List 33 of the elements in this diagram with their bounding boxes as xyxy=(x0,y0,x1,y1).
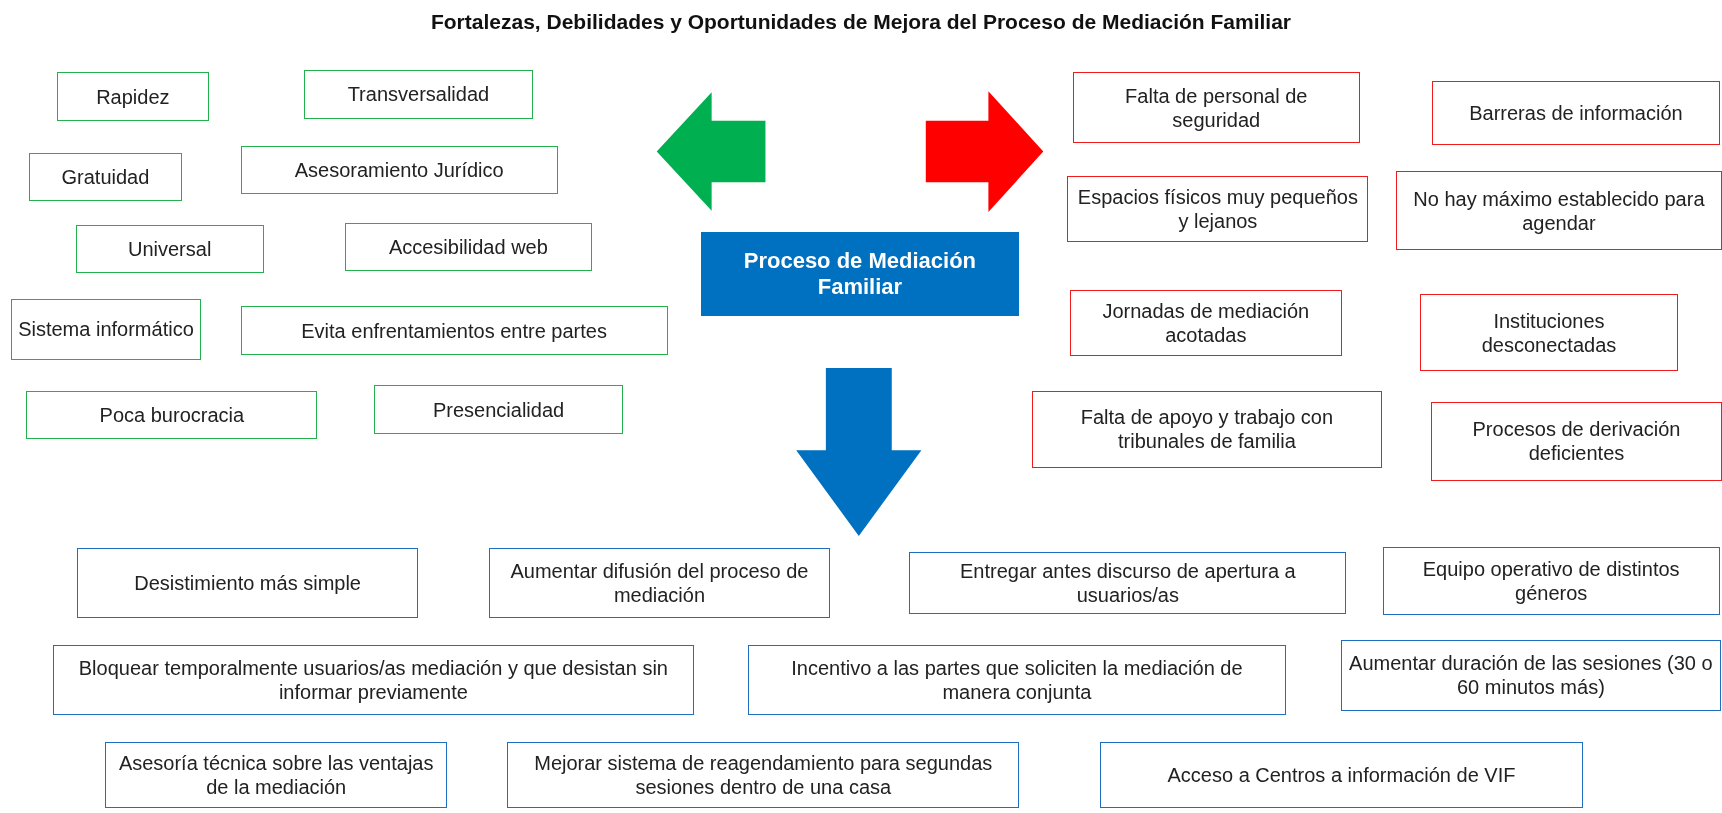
text-box: Asesoría técnica sobre las ventajas de la mediación xyxy=(105,742,447,809)
text-box: Falta de apoyo y trabajo con tribunales de familia xyxy=(1032,390,1382,468)
text-box: Rapidez xyxy=(57,72,209,121)
text-box: No hay máximo establecido para agendar xyxy=(1395,171,1722,251)
diagram-title: Fortalezas, Debilidades y Oportunidades de Mejora del Proceso de Mediación Familiar xyxy=(430,10,1292,33)
text-box: Gratuidad xyxy=(28,152,183,201)
text-box: Equipo operativo de distintos géneros xyxy=(1382,546,1720,615)
text-box: Desistimiento más simple xyxy=(76,548,419,619)
text-box: Aumentar difusión del proceso de mediación xyxy=(488,548,831,619)
text-box: Sistema informático xyxy=(10,298,201,361)
text-box: Acceso a Centros a información de VIF xyxy=(1100,742,1583,809)
text-box: Transversalidad xyxy=(304,70,533,119)
text-box: Universal xyxy=(75,225,264,274)
process-box: Proceso de Mediación Familiar xyxy=(700,231,1020,317)
text-box: Evita enfrentamientos entre partes xyxy=(240,306,668,355)
block-arrow xyxy=(925,91,1044,212)
text-box: Procesos de derivación deficientes xyxy=(1430,401,1722,481)
text-box: Bloquear temporalmente usuarios/as mediación y que desistan sin informar previamente xyxy=(52,644,695,715)
block-arrow xyxy=(656,92,766,211)
text-box: Poca burocracia xyxy=(26,390,318,440)
text-box: Falta de personal de seguridad xyxy=(1072,72,1360,143)
text-box: Accesibilidad web xyxy=(344,222,592,272)
text-box: Aumentar duración de las sesiones (30 o 60 minutos más) xyxy=(1340,640,1721,711)
text-box: Instituciones desconectadas xyxy=(1420,294,1679,372)
text-box: Incentivo a las partes que soliciten la mediación de manera conjunta xyxy=(747,644,1286,715)
text-box: Jornadas de mediación acotadas xyxy=(1069,289,1342,356)
text-box: Espacios físicos muy pequeños y lejanos xyxy=(1067,175,1369,242)
text-box: Barreras de información xyxy=(1432,81,1720,145)
text-box: Entregar antes discurso de apertura a usuarios/as xyxy=(909,552,1347,614)
text-box: Mejorar sistema de reagendamiento para segundas sesiones dentro de una casa xyxy=(507,742,1020,809)
text-box: Asesoramiento Jurídico xyxy=(240,146,558,195)
block-arrow xyxy=(796,367,922,536)
text-box: Presencialidad xyxy=(374,385,623,434)
